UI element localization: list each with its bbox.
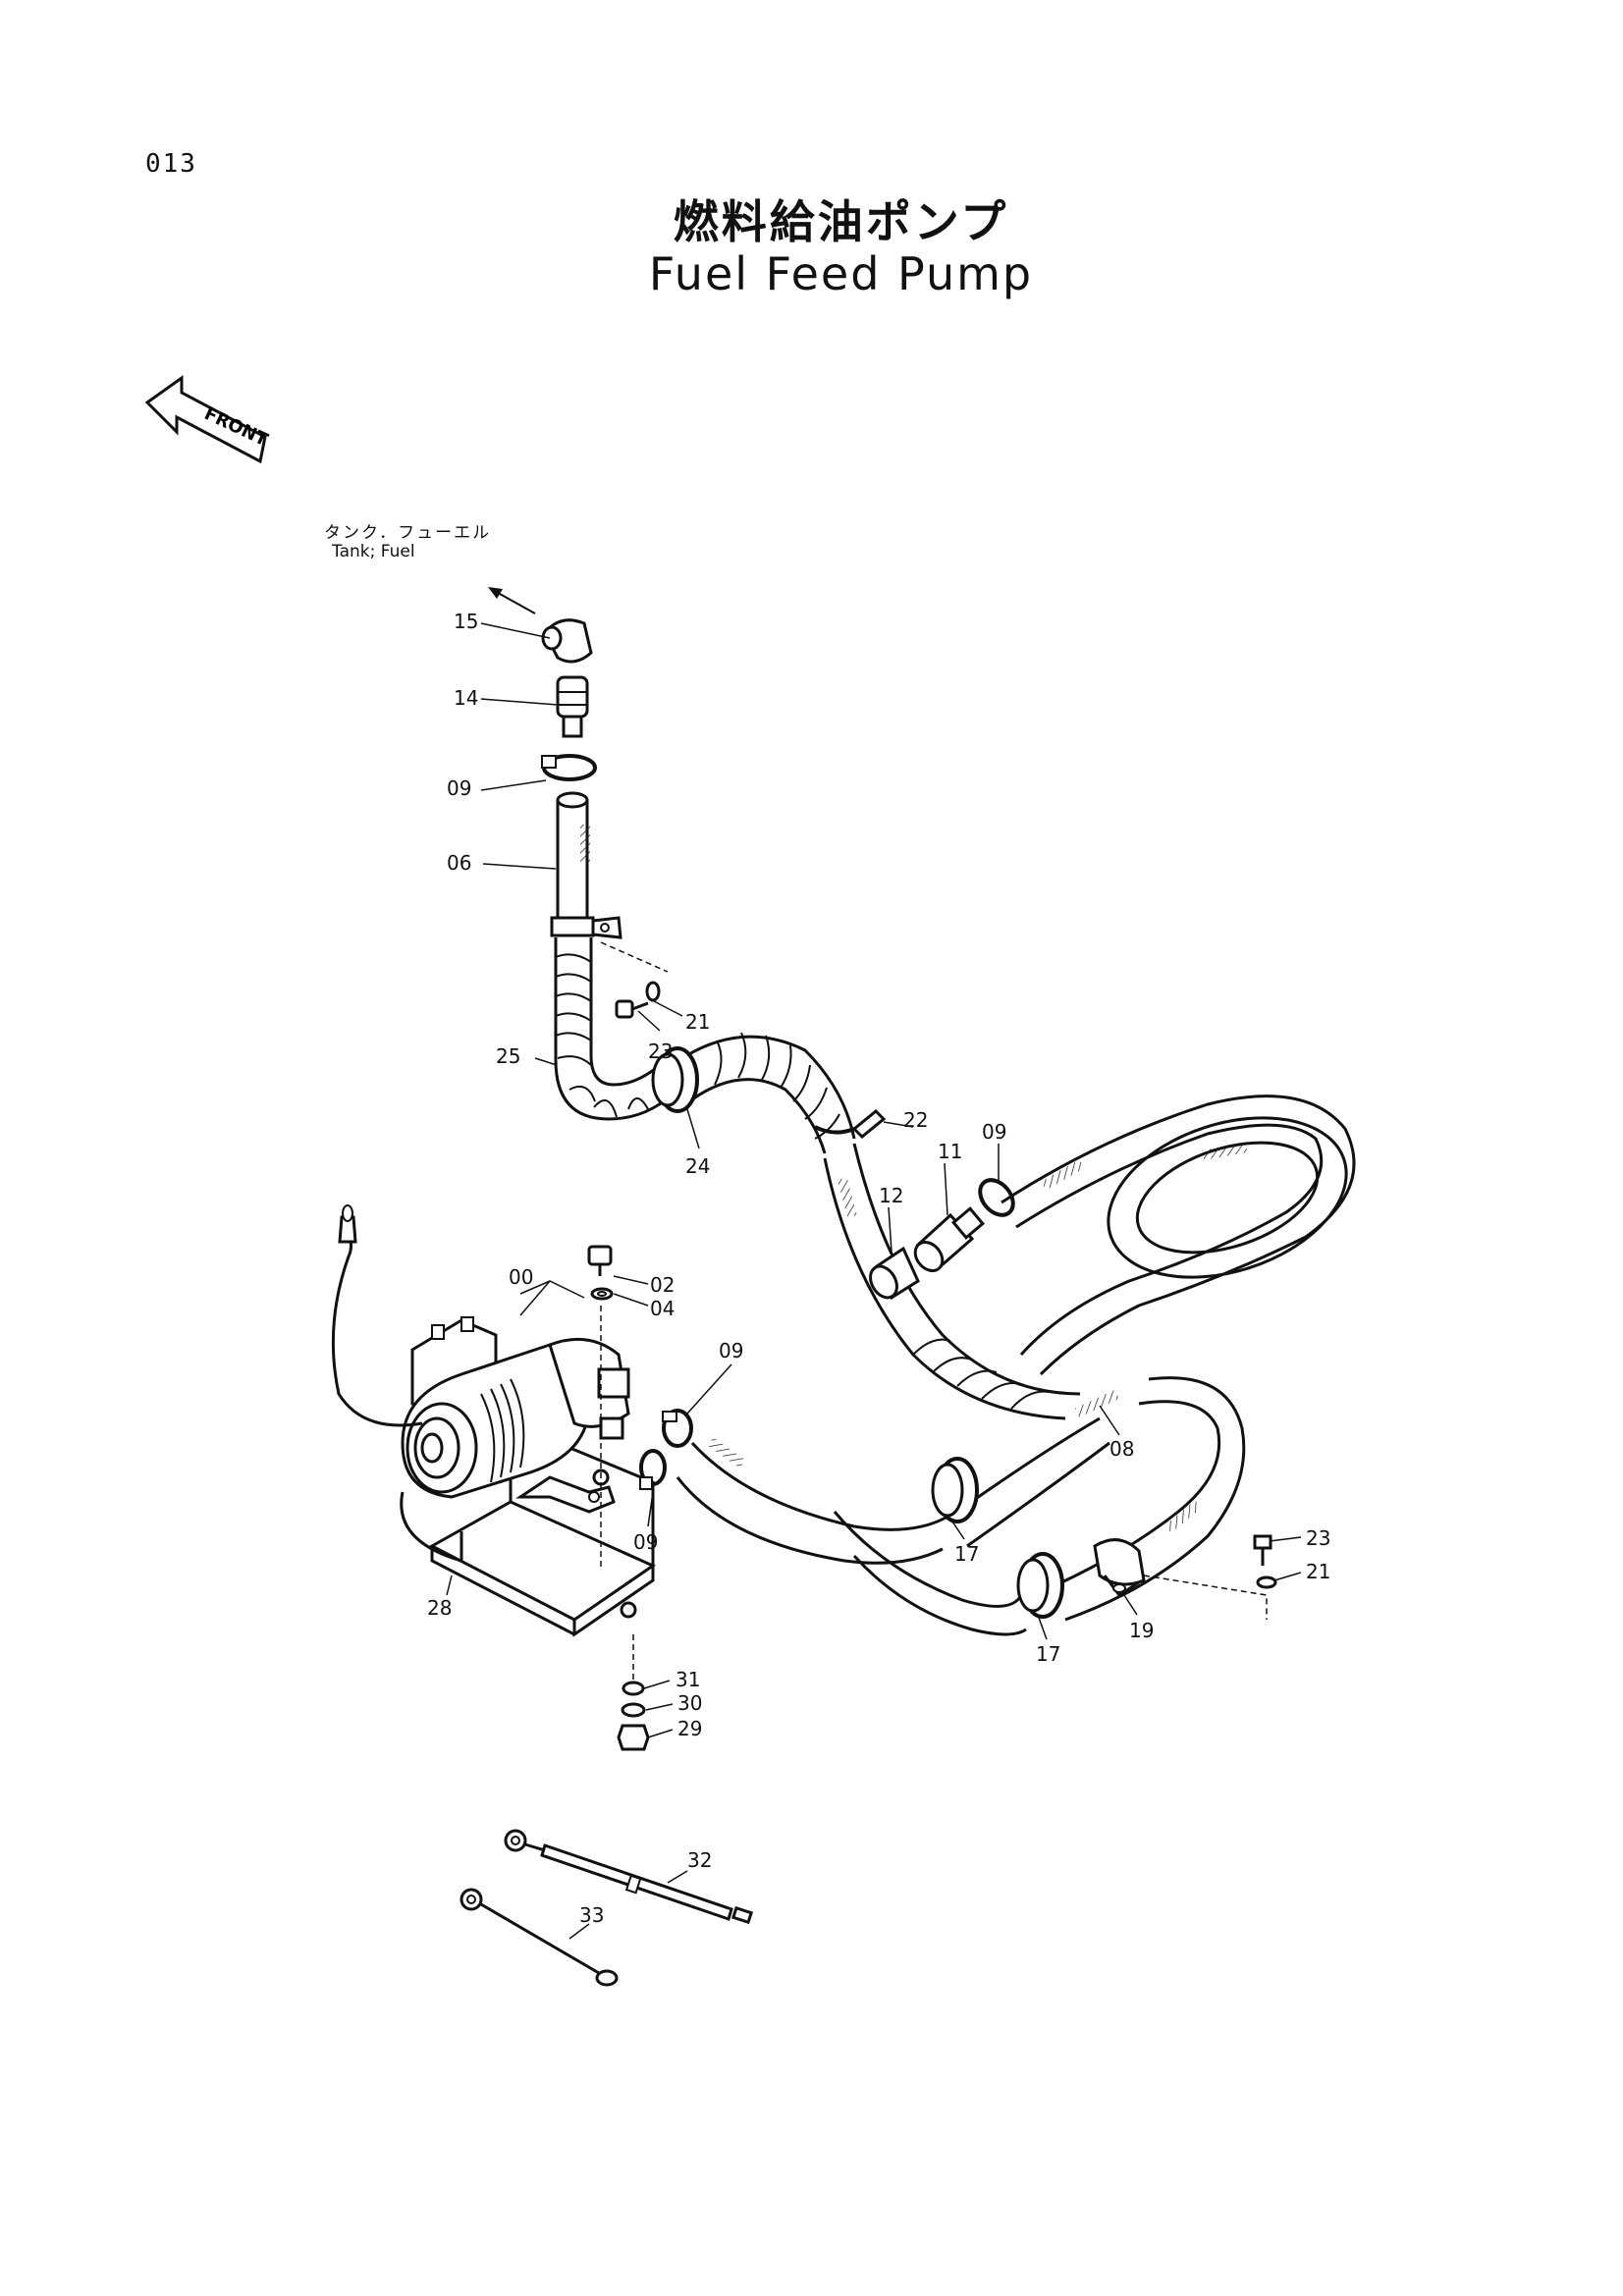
hose-cap-icon <box>869 1246 920 1301</box>
page-title-english: Fuel Feed Pump <box>648 247 1034 300</box>
part-label-32: 32 <box>687 1848 712 1872</box>
part-label-12: 12 <box>879 1184 903 1207</box>
coiled-fuel-hose <box>1001 1095 1356 1417</box>
grommet-icon <box>651 1046 699 1113</box>
bolt-upper-icon <box>615 999 649 1019</box>
pump-clamp-upper-icon <box>662 1409 693 1448</box>
assembly-line <box>1143 1575 1268 1620</box>
flat-washer-icon <box>621 1702 646 1718</box>
washer-pump-icon <box>590 1287 614 1301</box>
front-arrow-icon: FRONT <box>144 375 272 464</box>
ground-cable-short-icon <box>460 1888 619 1987</box>
part-label-04: 04 <box>650 1297 675 1320</box>
part-label-19: 19 <box>1129 1619 1154 1642</box>
part-label-06: 06 <box>447 851 471 875</box>
lock-washer-icon <box>622 1681 645 1696</box>
part-label-11: 11 <box>938 1140 962 1163</box>
bolt-right-icon <box>1253 1534 1272 1566</box>
fuel-pump-assembly <box>400 1316 657 1637</box>
page-title-japanese: 燃料給油ポンプ <box>673 195 1009 248</box>
part-label-31: 31 <box>676 1668 700 1691</box>
part-label-02: 02 <box>650 1273 675 1297</box>
part-label-09-right: 09 <box>982 1120 1006 1144</box>
part-label-29: 29 <box>677 1717 702 1740</box>
hose-clamp-right-icon <box>978 1178 1015 1217</box>
page-number: 013 <box>145 149 197 179</box>
part-label-21-right: 21 <box>1306 1560 1330 1583</box>
tank-label-english: Tank; Fuel <box>332 542 415 561</box>
elbow-fitting-icon <box>541 618 593 664</box>
pump-clamp-lower-icon <box>639 1449 667 1490</box>
tank-direction-arrow-icon <box>488 587 536 614</box>
bolt-pump-icon <box>587 1245 613 1276</box>
grommet-lower-icon <box>1016 1552 1064 1619</box>
part-label-25: 25 <box>496 1044 520 1068</box>
washer-upper-icon <box>645 981 661 1002</box>
tank-label-japanese: タンク．フューエル <box>324 523 492 543</box>
quick-coupler-icon <box>913 1206 985 1272</box>
part-label-22: 22 <box>903 1108 928 1132</box>
part-label-09-top: 09 <box>447 776 471 800</box>
connector-fitting-icon <box>556 675 589 738</box>
hex-nut-icon <box>617 1724 650 1751</box>
part-label-33: 33 <box>579 1903 604 1927</box>
spiral-wrapped-hose-lower <box>686 1032 1081 1420</box>
ground-cable-long-icon <box>504 1829 754 1925</box>
part-label-00: 00 <box>509 1265 533 1289</box>
wire-lead-icon <box>331 1204 423 1427</box>
part-label-14: 14 <box>454 686 478 710</box>
grommet-upper-icon <box>931 1457 979 1523</box>
part-number-labels: 15 14 09 06 21 23 25 24 22 12 11 09 00 0… <box>427 610 1330 1927</box>
part-label-24: 24 <box>685 1154 710 1178</box>
hose-clamp-icon <box>541 754 597 781</box>
part-label-17-lower: 17 <box>1036 1642 1060 1666</box>
part-label-30: 30 <box>677 1691 702 1715</box>
part-label-23-upper: 23 <box>648 1040 673 1063</box>
spiral-wrapped-hose <box>554 937 679 1121</box>
hose-bracket-clamp-icon <box>1093 1538 1146 1598</box>
mount-washer-icon <box>592 1468 610 1486</box>
part-label-17-upper: 17 <box>954 1542 979 1566</box>
part-label-08: 08 <box>1109 1437 1134 1461</box>
part-label-15: 15 <box>454 610 478 633</box>
washer-right-icon <box>1256 1575 1277 1589</box>
part-label-21-upper: 21 <box>685 1010 710 1034</box>
leader-lines <box>446 622 1302 1940</box>
fuel-hose-upper <box>550 791 622 939</box>
part-label-28: 28 <box>427 1596 452 1620</box>
hose-clip-icon <box>814 1108 887 1140</box>
part-label-09-pump-upper: 09 <box>719 1339 743 1362</box>
assembly-line <box>600 941 669 973</box>
part-label-23-right: 23 <box>1306 1526 1330 1550</box>
part-label-09-pump-lower: 09 <box>633 1530 658 1554</box>
